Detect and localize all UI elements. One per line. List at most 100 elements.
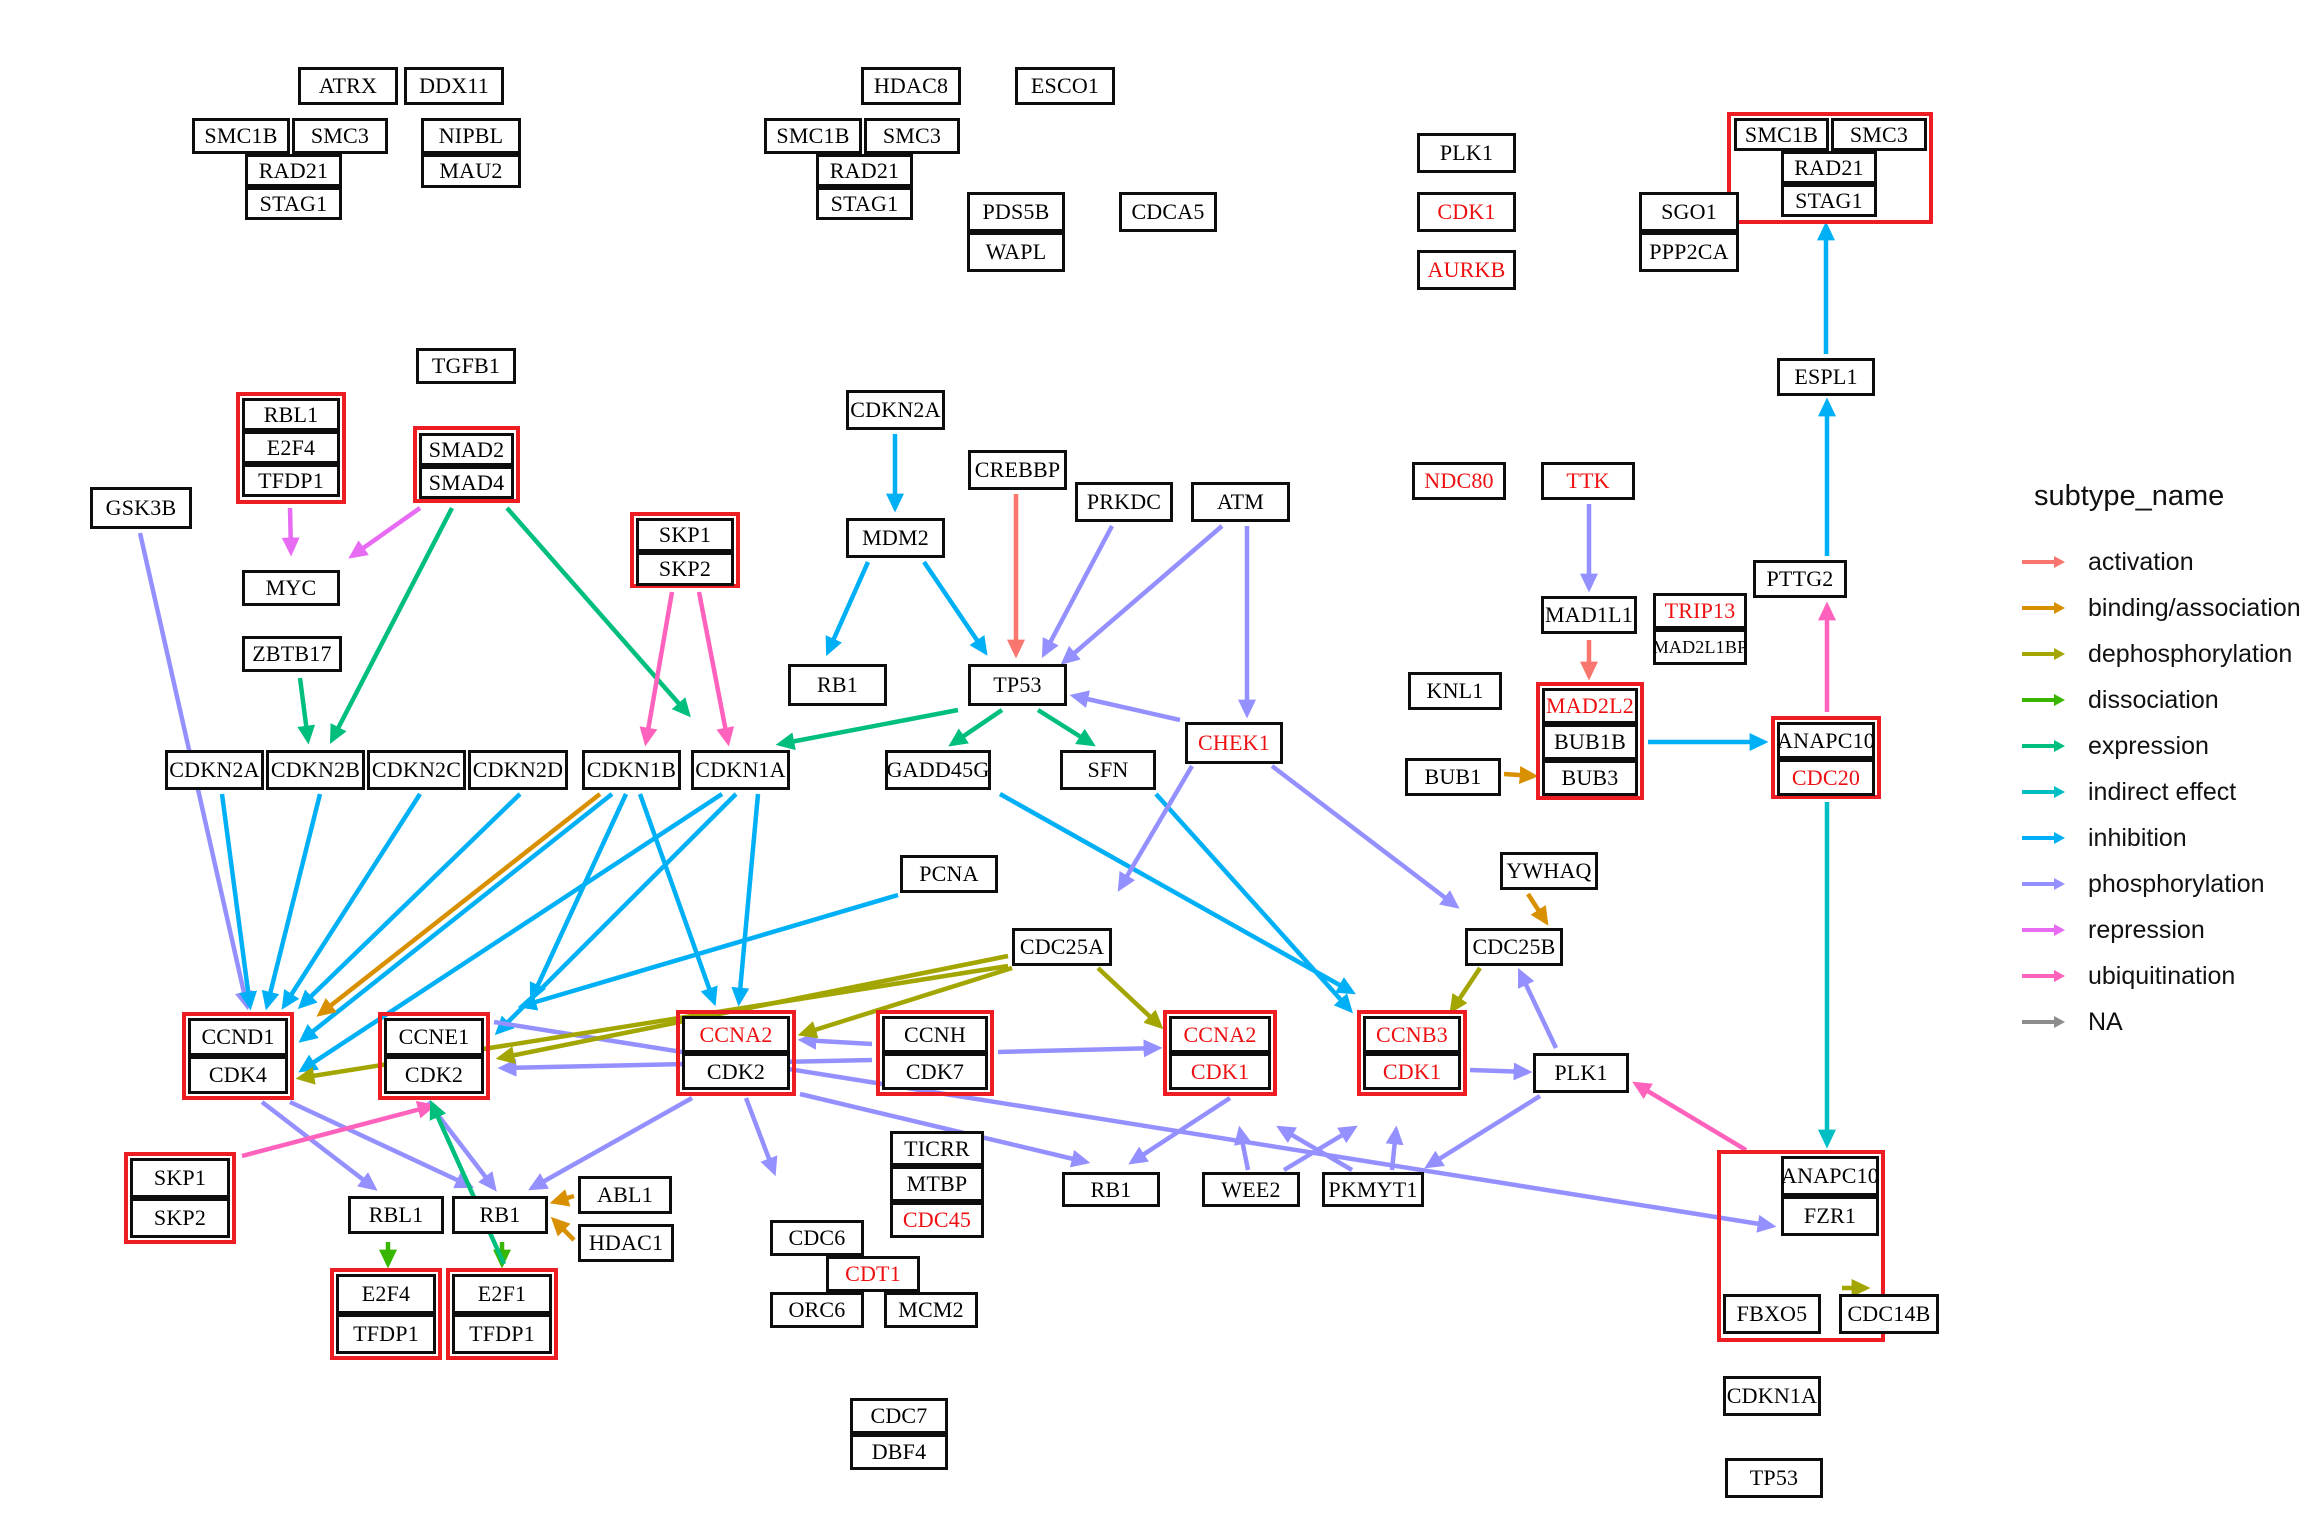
gene-node-SMC1B_M[interactable]: SMC1B [764, 118, 862, 154]
gene-node-CCNA2_1[interactable]: CCNA2 [1169, 1016, 1271, 1053]
gene-node-CREBBP[interactable]: CREBBP [968, 450, 1067, 490]
gene-node-PCNA[interactable]: PCNA [900, 855, 998, 893]
gene-node-CDC45[interactable]: CDC45 [890, 1202, 984, 1238]
gene-node-STAG1_M[interactable]: STAG1 [816, 187, 913, 220]
gene-node-PDS5B[interactable]: PDS5B [967, 192, 1065, 232]
gene-node-DDX11[interactable]: DDX11 [404, 67, 504, 105]
gene-node-TTK[interactable]: TTK [1541, 462, 1635, 500]
gene-node-CDC14B[interactable]: CDC14B [1839, 1294, 1939, 1334]
gene-node-TP53_b[interactable]: TP53 [1725, 1458, 1823, 1498]
gene-node-RB1_b[interactable]: RB1 [452, 1196, 548, 1234]
gene-node-MAD2L2[interactable]: MAD2L2 [1542, 688, 1638, 724]
gene-node-ESPL1[interactable]: ESPL1 [1777, 358, 1875, 396]
gene-node-ATM[interactable]: ATM [1191, 482, 1290, 522]
gene-node-GADD45G[interactable]: GADD45G [885, 750, 991, 790]
gene-node-CDKN2D[interactable]: CDKN2D [468, 750, 568, 790]
gene-node-CDKN2A_top[interactable]: CDKN2A [846, 390, 945, 430]
gene-node-SKP1_B[interactable]: SKP1 [130, 1158, 230, 1198]
gene-node-CDKN1A_b[interactable]: CDKN1A [1723, 1376, 1821, 1416]
complex-skpcxT[interactable] [630, 512, 740, 588]
gene-node-MDM2[interactable]: MDM2 [846, 518, 945, 558]
complex-rbl1cx[interactable] [236, 392, 346, 504]
gene-node-CDCA5[interactable]: CDCA5 [1119, 192, 1217, 232]
gene-node-NDC80[interactable]: NDC80 [1412, 462, 1506, 500]
gene-node-KNL1[interactable]: KNL1 [1408, 672, 1502, 710]
gene-node-BUB1B[interactable]: BUB1B [1542, 724, 1638, 760]
complex-ccne1cx[interactable] [378, 1012, 490, 1100]
complex-e2f4cx[interactable] [330, 1268, 442, 1360]
gene-node-MAD2L1BP[interactable]: MAD2L1BP [1653, 629, 1747, 665]
gene-node-SFN[interactable]: SFN [1060, 750, 1156, 790]
gene-node-ANAPC10_1[interactable]: ANAPC10 [1777, 722, 1875, 759]
gene-node-CDK4[interactable]: CDK4 [188, 1056, 288, 1094]
gene-node-CDK7[interactable]: CDK7 [882, 1053, 988, 1090]
gene-node-CDC25B[interactable]: CDC25B [1465, 928, 1563, 966]
gene-node-CDK1_a[interactable]: CDK1 [1169, 1053, 1271, 1090]
gene-node-CDC6[interactable]: CDC6 [770, 1220, 864, 1256]
gene-node-ZBTB17[interactable]: ZBTB17 [242, 636, 342, 672]
gene-node-PKMYT1[interactable]: PKMYT1 [1322, 1172, 1424, 1207]
gene-node-HDAC1[interactable]: HDAC1 [578, 1224, 674, 1262]
gene-node-GSK3B[interactable]: GSK3B [90, 487, 192, 529]
gene-node-RAD21_L[interactable]: RAD21 [245, 154, 342, 187]
gene-node-WEE2[interactable]: WEE2 [1202, 1172, 1300, 1207]
gene-node-ANAPC10_2[interactable]: ANAPC10 [1781, 1156, 1879, 1196]
gene-node-MAD1L1[interactable]: MAD1L1 [1541, 596, 1637, 634]
gene-node-CDT1[interactable]: CDT1 [826, 1256, 920, 1292]
gene-node-STAG1_L[interactable]: STAG1 [245, 187, 342, 220]
gene-node-PLK1_B[interactable]: PLK1 [1533, 1053, 1629, 1093]
complex-ccna2cx2[interactable] [676, 1010, 796, 1096]
gene-node-E2F4_b[interactable]: E2F4 [336, 1274, 436, 1314]
gene-node-RB1_b2[interactable]: RB1 [1062, 1172, 1160, 1207]
gene-node-CDC7[interactable]: CDC7 [850, 1398, 948, 1434]
gene-node-RAD21_M[interactable]: RAD21 [816, 154, 913, 187]
gene-node-RBL1[interactable]: RBL1 [242, 398, 340, 431]
gene-node-TRIP13[interactable]: TRIP13 [1653, 593, 1747, 629]
gene-node-SMC1B_R[interactable]: SMC1B [1734, 118, 1829, 151]
gene-node-CCND1[interactable]: CCND1 [188, 1018, 288, 1056]
complex-ccna2cx1[interactable] [1163, 1010, 1277, 1096]
gene-node-CDC25A[interactable]: CDC25A [1012, 928, 1112, 966]
gene-node-YWHAQ[interactable]: YWHAQ [1500, 852, 1598, 890]
gene-node-SMAD2[interactable]: SMAD2 [419, 433, 514, 466]
gene-node-TFDP1_c[interactable]: TFDP1 [452, 1314, 552, 1354]
gene-node-SKP1_T[interactable]: SKP1 [636, 518, 734, 552]
gene-node-CDK2_b[interactable]: CDK2 [682, 1053, 790, 1090]
gene-node-RAD21_R[interactable]: RAD21 [1781, 151, 1877, 184]
complex-mad2cx[interactable] [1536, 682, 1644, 800]
gene-node-CDC20[interactable]: CDC20 [1777, 759, 1875, 796]
gene-node-MYC[interactable]: MYC [242, 570, 340, 606]
gene-node-TFDP1_b[interactable]: TFDP1 [336, 1314, 436, 1354]
gene-node-ORC6[interactable]: ORC6 [770, 1292, 864, 1328]
gene-node-CCNB3[interactable]: CCNB3 [1363, 1016, 1461, 1053]
complex-ccnhcx[interactable] [876, 1010, 994, 1096]
gene-node-PTTG2[interactable]: PTTG2 [1753, 560, 1847, 598]
gene-node-ATRX[interactable]: ATRX [298, 67, 398, 105]
gene-node-CCNE1[interactable]: CCNE1 [384, 1018, 484, 1056]
gene-node-AURKB[interactable]: AURKB [1417, 250, 1516, 290]
gene-node-CHEK1[interactable]: CHEK1 [1185, 722, 1283, 764]
gene-node-CDKN2B[interactable]: CDKN2B [266, 750, 365, 790]
gene-node-ABL1[interactable]: ABL1 [578, 1176, 672, 1214]
gene-node-WAPL[interactable]: WAPL [967, 232, 1065, 272]
gene-node-TGFB1[interactable]: TGFB1 [416, 348, 516, 384]
gene-node-SMC1B_L[interactable]: SMC1B [192, 118, 290, 154]
gene-node-RB1_mid[interactable]: RB1 [788, 664, 887, 706]
gene-node-CDKN2C[interactable]: CDKN2C [367, 750, 466, 790]
gene-node-MAU2[interactable]: MAU2 [421, 154, 521, 188]
gene-node-HDAC8[interactable]: HDAC8 [861, 67, 961, 105]
gene-node-E2F1[interactable]: E2F1 [452, 1274, 552, 1314]
gene-node-TP53_mid[interactable]: TP53 [968, 664, 1067, 706]
gene-node-MCM2[interactable]: MCM2 [884, 1292, 978, 1328]
complex-apccx1[interactable] [1771, 716, 1881, 799]
gene-node-RBL1_b[interactable]: RBL1 [348, 1196, 444, 1234]
gene-node-PLK1_T[interactable]: PLK1 [1417, 133, 1516, 173]
complex-e2f1cx[interactable] [446, 1268, 558, 1360]
gene-node-CDKN1A[interactable]: CDKN1A [691, 750, 790, 790]
gene-node-TFDP1[interactable]: TFDP1 [242, 464, 340, 497]
gene-node-NIPBL[interactable]: NIPBL [421, 118, 521, 154]
gene-node-ESCO1[interactable]: ESCO1 [1015, 67, 1115, 105]
gene-node-FBXO5[interactable]: FBXO5 [1723, 1294, 1821, 1334]
complex-apccx2[interactable] [1717, 1150, 1885, 1342]
gene-node-BUB1[interactable]: BUB1 [1405, 758, 1501, 796]
